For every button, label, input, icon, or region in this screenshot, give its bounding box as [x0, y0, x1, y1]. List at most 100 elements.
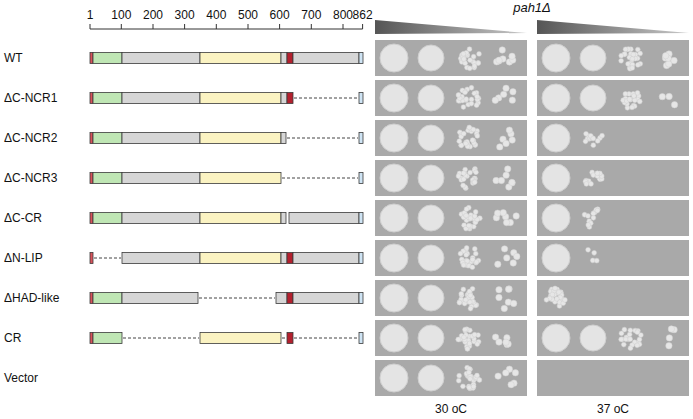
- yeast-colony: [465, 346, 470, 351]
- yeast-colony: [464, 213, 469, 218]
- yeast-colony: [495, 373, 501, 379]
- domain-box: [287, 333, 293, 344]
- yeast-colony: [666, 335, 672, 341]
- construct-name: ΔC-CR: [4, 211, 42, 225]
- yeast-colony: [497, 144, 503, 150]
- deletion-dash: [282, 338, 286, 339]
- yeast-colony: [475, 373, 480, 378]
- yeast-colony: [476, 61, 481, 66]
- axis-tick-label: 600: [270, 8, 290, 22]
- yeast-colony: [595, 208, 600, 213]
- yeast-colony: [635, 343, 640, 348]
- yeast-colony: [626, 61, 631, 66]
- domain-box: [293, 253, 359, 264]
- construct-name: ΔC-NCR1: [4, 91, 57, 105]
- yeast-colony: [619, 331, 624, 336]
- yeast-spot: [380, 364, 408, 392]
- domain-box: [359, 213, 363, 224]
- domain-box: [287, 53, 293, 64]
- ruler-tick: [248, 24, 249, 29]
- yeast-colony: [461, 183, 466, 188]
- yeast-spot: [580, 45, 606, 71]
- yeast-colony: [477, 378, 482, 383]
- construct-name: WT: [4, 51, 23, 65]
- plate-panel: [375, 80, 527, 116]
- yeast-colony: [591, 215, 596, 220]
- plate-panel: [537, 320, 689, 356]
- yeast-colony: [586, 247, 591, 252]
- yeast-colony: [461, 287, 466, 292]
- yeast-colony: [500, 209, 506, 215]
- dilution-wedge: [537, 20, 689, 34]
- deletion-dash: [199, 298, 275, 299]
- axis-tick-label: 300: [175, 8, 195, 22]
- yeast-colony: [509, 97, 515, 103]
- yeast-colony: [666, 61, 672, 67]
- ruler-tick: [184, 24, 185, 29]
- yeast-spot: [418, 325, 444, 351]
- plate-panel: [375, 320, 527, 356]
- yeast-spot: [380, 204, 408, 232]
- yeast-spot: [542, 124, 570, 152]
- yeast-colony: [509, 180, 515, 186]
- domain-box: [122, 93, 200, 104]
- yeast-colony: [458, 251, 463, 256]
- yeast-colony: [621, 342, 626, 347]
- yeast-colony: [586, 223, 591, 228]
- yeast-colony: [589, 181, 594, 186]
- yeast-colony: [510, 89, 516, 95]
- construct-name: CR: [4, 331, 21, 345]
- yeast-colony: [459, 291, 464, 296]
- yeast-colony: [503, 140, 509, 146]
- yeast-colony: [498, 177, 504, 183]
- yeast-colony: [468, 306, 473, 311]
- domain-box: [93, 133, 122, 144]
- construct-name: ΔN-LIP: [4, 251, 43, 265]
- yeast-colony: [492, 97, 498, 103]
- ruler-tick: [362, 24, 363, 29]
- domain-box: [90, 173, 93, 184]
- domain-box: [281, 213, 286, 224]
- yeast-colony: [467, 47, 472, 52]
- yeast-colony: [563, 298, 568, 303]
- yeast-colony: [513, 213, 519, 219]
- domain-box: [276, 293, 287, 304]
- yeast-colony: [591, 136, 596, 141]
- plate-panel: [537, 80, 689, 116]
- yeast-colony: [473, 210, 478, 215]
- yeast-colony: [456, 378, 461, 383]
- plate-panel: [375, 280, 527, 316]
- yeast-colony: [501, 305, 507, 311]
- yeast-colony: [496, 57, 502, 63]
- yeast-colony: [638, 51, 643, 56]
- construct-bar: [90, 333, 363, 344]
- yeast-colony: [467, 385, 472, 390]
- yeast-colony: [475, 342, 480, 347]
- yeast-colony: [471, 384, 476, 389]
- yeast-colony: [619, 337, 624, 342]
- yeast-colony: [457, 300, 462, 305]
- yeast-colony: [635, 330, 640, 335]
- yeast-colony: [619, 58, 624, 63]
- yeast-colony: [504, 255, 510, 261]
- domain-box: [90, 53, 93, 64]
- yeast-colony: [503, 339, 509, 345]
- yeast-colony: [470, 265, 475, 270]
- yeast-colony: [512, 370, 518, 376]
- yeast-colony: [510, 300, 516, 306]
- yeast-colony: [630, 105, 635, 110]
- domain-box: [200, 333, 281, 344]
- yeast-colony: [600, 133, 605, 138]
- yeast-spot: [418, 245, 444, 271]
- yeast-colony: [496, 287, 502, 293]
- construct-bar: [90, 253, 363, 264]
- domain-box: [122, 173, 200, 184]
- yeast-colony: [623, 92, 628, 97]
- yeast-colony: [461, 51, 466, 56]
- yeast-colony: [461, 57, 466, 62]
- yeast-colony: [477, 52, 482, 57]
- yeast-colony: [472, 247, 477, 252]
- yeast-colony: [503, 219, 509, 225]
- yeast-colony: [476, 60, 481, 65]
- plate-panel: [375, 360, 527, 396]
